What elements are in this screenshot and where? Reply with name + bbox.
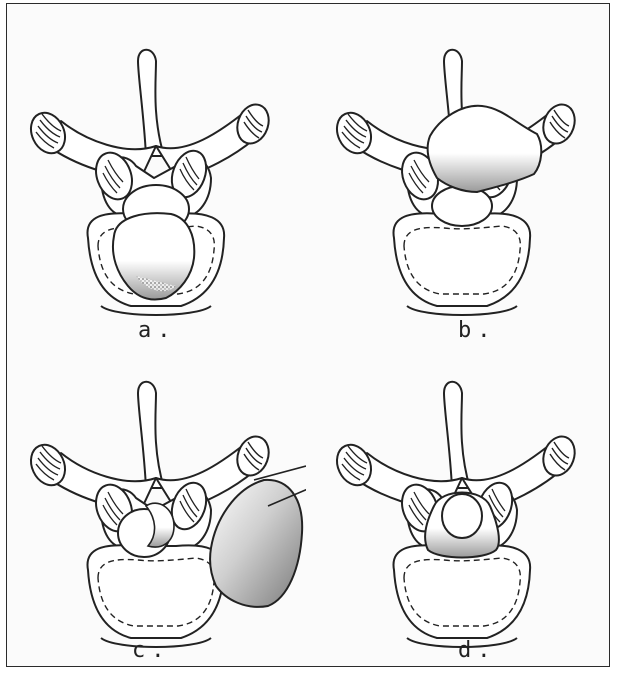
panel-c: c. [6,338,306,668]
lesion-b [428,106,542,192]
vertebra-diagram-a [6,6,306,336]
panel-d: d. [312,338,612,668]
vertebra-diagram-d [312,338,612,668]
panel-label-c: c. [132,638,171,663]
panel-a: a. [6,6,306,336]
spinal-canal-d [442,494,482,538]
vertebra-diagram-b [312,6,612,336]
vertebra-diagram-c [6,338,306,668]
panel-label-d: d. [458,638,497,663]
lesion-c [210,480,302,607]
panel-b: b. [312,6,612,336]
